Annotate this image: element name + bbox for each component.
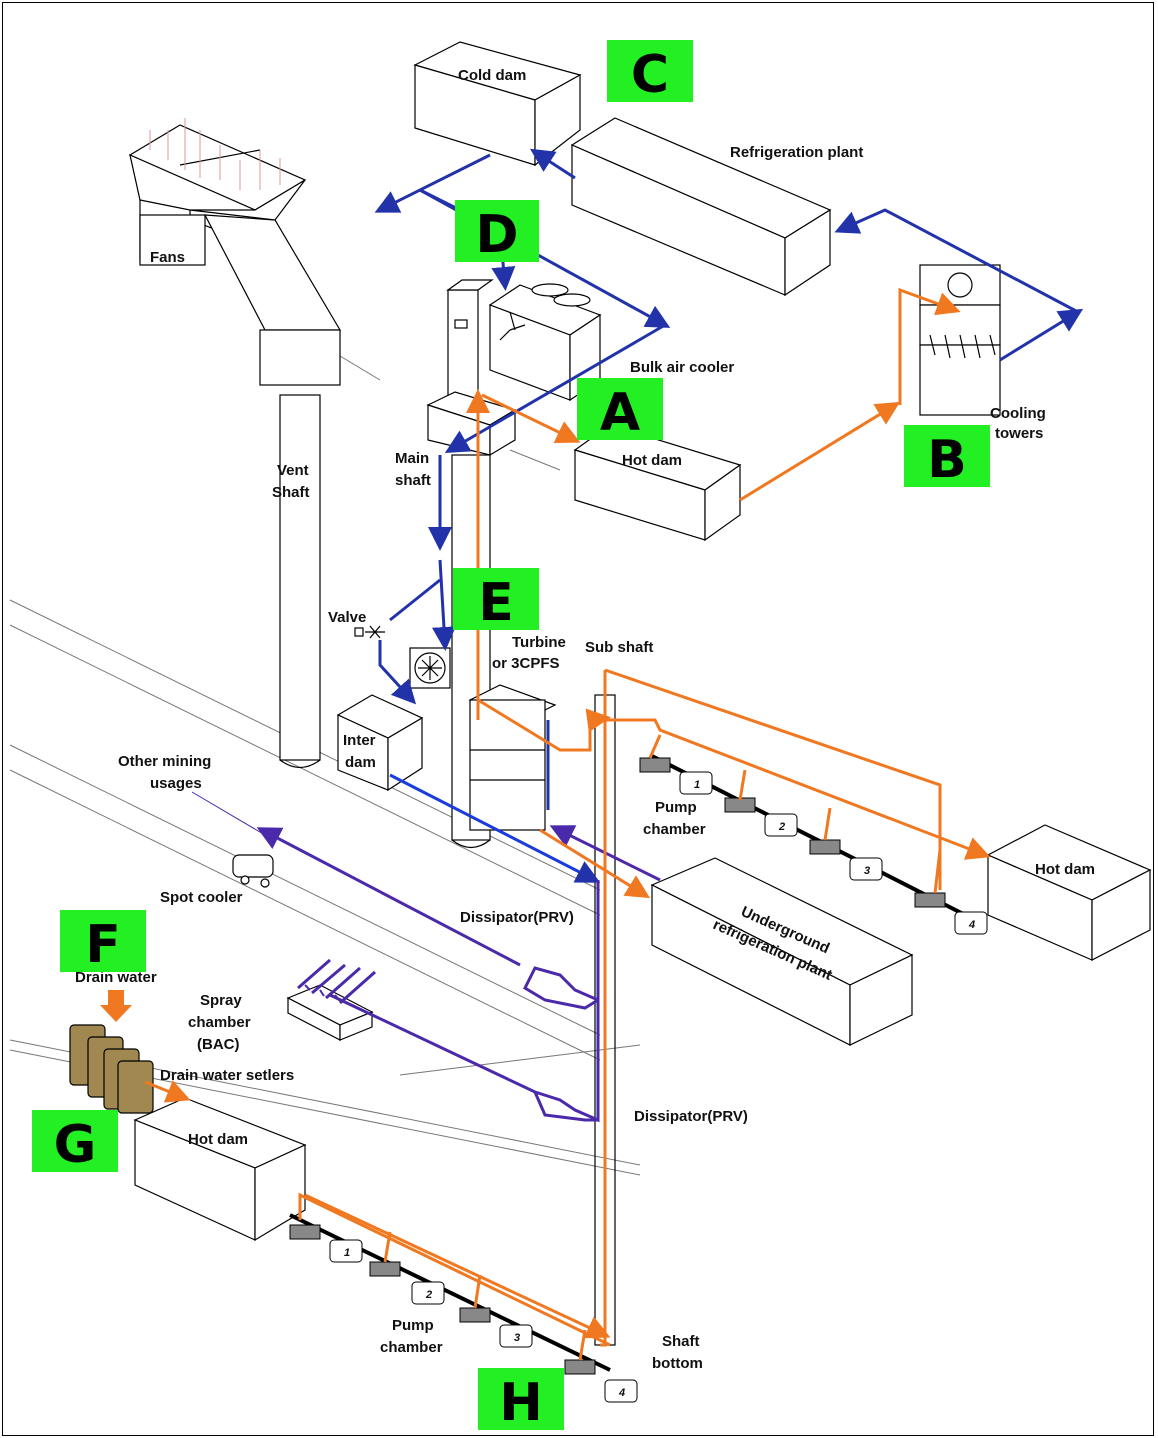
pump-chamber-upper-label: Pump: [655, 799, 697, 816]
svg-text:G: G: [54, 1115, 97, 1175]
refrigeration-plant-label: Refrigeration plant: [730, 144, 863, 161]
pump-upper-1: [640, 758, 712, 794]
cooling-tower: [920, 265, 1000, 415]
pump-number: 3: [864, 865, 870, 877]
vent-shaft: [280, 395, 320, 768]
dissipator-upper-label: Dissipator(PRV): [460, 909, 574, 926]
svg-text:B: B: [927, 430, 967, 490]
badge-h: H: [478, 1368, 564, 1433]
shaft-bottom-label: Shaft: [662, 1333, 700, 1350]
pump-number: 3: [514, 1332, 520, 1344]
sub-shaft-label: Sub shaft: [585, 639, 653, 656]
main-shaft-label-2: shaft: [395, 472, 431, 489]
svg-text:H: H: [499, 1373, 543, 1433]
fans-label: Fans: [150, 249, 185, 266]
badge-b: B: [904, 425, 990, 490]
spray-chamber-label-2: chamber: [188, 1014, 251, 1031]
cold-dam-label: Cold dam: [458, 67, 526, 84]
valve-symbol: [355, 626, 385, 638]
cooling-towers-label: Cooling: [990, 405, 1046, 422]
pump-chamber-lower-label: Pump: [392, 1317, 434, 1334]
pump-number: 2: [778, 821, 785, 833]
pump-upper-3: [810, 840, 882, 880]
sub-shaft-tower: [470, 685, 615, 1345]
vent-shaft-label: Vent: [277, 462, 309, 479]
dissipator-lower-label: Dissipator(PRV): [634, 1108, 748, 1125]
hot-dam-right-box: [988, 825, 1150, 960]
pump-chamber-lower-label-2: chamber: [380, 1339, 443, 1356]
turbine-unit: [410, 648, 450, 688]
badge-f: F: [60, 910, 146, 975]
cold-dam-box: [415, 42, 580, 165]
badge-g: G: [32, 1110, 118, 1175]
pump-chamber-upper-label-2: chamber: [643, 821, 706, 838]
pump-upper-2: [725, 798, 797, 836]
drain-water-settlers: [70, 1025, 153, 1113]
valve-label: Valve: [328, 609, 366, 626]
pump-number: 1: [694, 779, 700, 791]
hot-dam-bottom-label: Hot dam: [188, 1131, 248, 1148]
pump-number: 4: [618, 1387, 625, 1399]
svg-text:F: F: [85, 915, 121, 975]
spray-chamber-label-3: (BAC): [197, 1036, 240, 1053]
svg-text:E: E: [478, 573, 514, 633]
pump-number: 4: [968, 919, 975, 931]
inter-dam-label-2: dam: [345, 754, 376, 771]
badge-d: D: [455, 200, 539, 265]
spray-chamber-label: Spray: [200, 992, 242, 1009]
badge-a: A: [577, 378, 663, 443]
spot-cooler-label: Spot cooler: [160, 889, 243, 906]
drain-water-settlers-label: Drain water setlers: [160, 1067, 294, 1084]
shaft-bottom-label-2: bottom: [652, 1355, 703, 1372]
other-mining-label-2: usages: [150, 775, 202, 792]
svg-text:C: C: [631, 45, 669, 105]
vent-shaft-label-2: Shaft: [272, 484, 310, 501]
pump-number: 2: [425, 1289, 432, 1301]
hot-dam-right-label: Hot dam: [1035, 861, 1095, 878]
turbine-label: Turbine: [512, 634, 566, 651]
other-mining-label: Other mining: [118, 753, 211, 770]
badge-e: E: [453, 568, 539, 633]
svg-text:D: D: [475, 205, 518, 265]
drain-water-arrow: [100, 990, 132, 1022]
bulk-air-cooler-label: Bulk air cooler: [630, 359, 734, 376]
pump-upper-4: [915, 893, 987, 934]
turbine-label-2: or 3CPFS: [492, 655, 560, 672]
pumps-lower: [290, 1225, 637, 1402]
pump-lower-2: [370, 1262, 444, 1304]
badge-c: C: [607, 40, 693, 105]
pump-header-lower: [290, 1215, 610, 1370]
inter-dam-label: Inter: [343, 732, 376, 749]
main-shaft-label: Main: [395, 450, 429, 467]
pump-number: 1: [344, 1247, 350, 1259]
cooling-towers-label-2: towers: [995, 425, 1043, 442]
hot-dam-top-label: Hot dam: [622, 452, 682, 469]
hot-dam-bottom-box: [135, 1098, 305, 1240]
svg-text:A: A: [600, 383, 640, 443]
